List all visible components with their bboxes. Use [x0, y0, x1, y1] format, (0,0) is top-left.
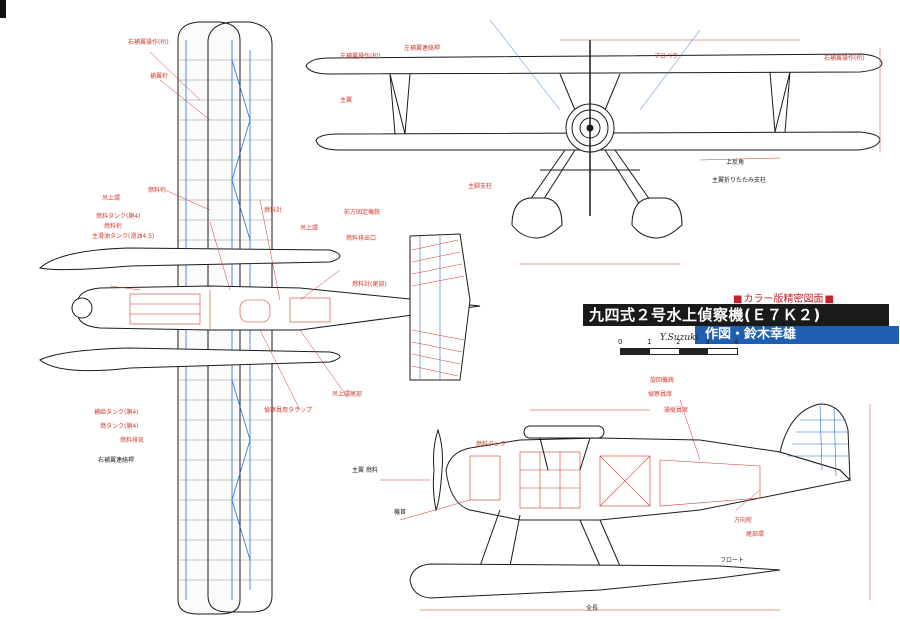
plan-view	[38, 21, 481, 615]
side-label: 尾部環	[746, 530, 764, 538]
plan-label: 右補翼連絡桿	[98, 456, 134, 464]
plan-label: 補給タンク(胴4)	[94, 408, 139, 416]
side-label: 全長	[586, 604, 598, 612]
plan-body-label: 前方固定機銃	[344, 208, 380, 216]
front-label: プロペラ	[654, 53, 678, 60]
signature: Y.Suzuki	[660, 333, 699, 343]
scale-bar-graphic	[620, 348, 738, 355]
plan-body-label: 燃料計(尾部)	[352, 280, 387, 288]
plan-body-label: 偵察員用タラップ	[264, 406, 312, 414]
scale-tick: 1	[647, 338, 652, 346]
plan-label: 燃料排気	[120, 436, 144, 444]
plan-label: 補翼桁	[150, 72, 168, 80]
plan-body-label: 燃料計	[264, 206, 282, 214]
leader-lines	[109, 51, 761, 521]
plan-labels: 右補翼操作(桁) 補翼桁 燃料桁 吊上環 燃料タンク(胴4) 燃料桁 主滑油タン…	[92, 38, 169, 464]
scale-tick: 2	[676, 338, 681, 346]
front-labels: 左補翼操作(桁) 左補翼連絡桿 主翼 プロペラ 右補翼操作(桁) 上反角 主翼折…	[340, 44, 865, 190]
author-credit: 作図・鈴木幸雄	[695, 326, 899, 344]
plan-body-labels: 燃料計 吊上環 前方固定機銃 燃料排出口 燃料計(尾部) 吊上環尾部 偵察員用タ…	[264, 206, 387, 414]
side-label: 主翼 燃料	[352, 466, 378, 474]
front-label: 上反角	[726, 158, 744, 166]
side-labels: 旋回機銃 偵察員席 操縦員席 燃料タンク 方向舵 尾部環 フロート 全長 主翼 …	[352, 376, 764, 612]
front-label: 主翼	[340, 96, 352, 104]
scale-bar: 0 1 2 3 4 Y.Suzuki	[618, 333, 740, 360]
scale-tick: 4	[734, 338, 739, 346]
title-kicker: カラー版精密図面	[733, 290, 834, 305]
side-view	[409, 403, 871, 611]
plan-body-label: 燃料排出口	[346, 234, 376, 242]
front-view	[305, 19, 883, 265]
plan-body-label: 吊上環	[300, 224, 318, 232]
side-label: 燃料タンク	[476, 440, 506, 448]
plan-label: 燃料桁	[104, 222, 122, 230]
plan-label: 主滑油タンク(滑油4.5)	[92, 232, 154, 240]
plan-label: 燃タンク(胴4)	[100, 422, 139, 430]
front-label: 左補翼操作(桁)	[340, 52, 381, 60]
front-label: 主脚支柱	[468, 182, 492, 190]
plan-label: 燃料桁	[148, 186, 166, 194]
front-label: 右補翼操作(桁)	[824, 54, 865, 62]
side-label: 操縦員席	[664, 406, 688, 414]
side-label: 偵察員席	[648, 390, 672, 398]
plan-label: 吊上環	[102, 194, 120, 202]
side-label: 旋回機銃	[650, 376, 674, 384]
page-title: 九四式２号水上偵察機(Ｅ７Ｋ２)	[583, 304, 889, 326]
plan-body-label: 吊上環尾部	[332, 390, 362, 398]
scale-tick: 0	[618, 338, 623, 346]
side-label: 機首	[394, 508, 406, 516]
plan-label: 燃料タンク(胴4)	[96, 212, 141, 220]
plan-label: 右補翼操作(桁)	[128, 38, 169, 46]
side-label: 方向舵	[734, 516, 752, 524]
scale-tick: 3	[705, 338, 710, 346]
front-label: 主翼折りたたみ支柱	[712, 176, 766, 184]
front-label: 左補翼連絡桿	[404, 44, 440, 52]
side-label: フロート	[720, 557, 744, 564]
